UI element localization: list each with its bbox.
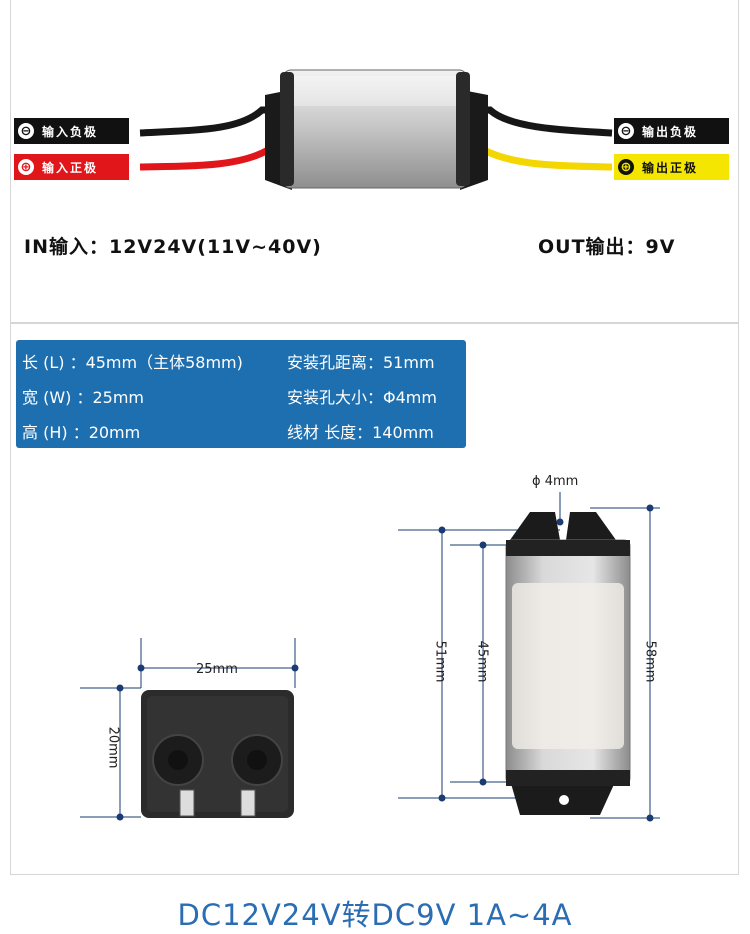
dimensions-spec-box: 长 (L) ：45mm（主体58mm) 安装孔距离：51mm 宽 (W) ：25… [16, 340, 466, 448]
length-51-label: 51mm [432, 640, 448, 683]
length-45-label: 45mm [474, 640, 490, 683]
output-positive-tag: ⊕ 输出正极 [614, 154, 729, 180]
output-negative-wire [465, 106, 613, 137]
input-negative-wire [139, 106, 285, 137]
converter-photo [139, 69, 613, 190]
input-positive-label: 输入正极 [42, 160, 99, 175]
height-spec: 高 (H) ：20mm [22, 423, 141, 442]
output-positive-wire [461, 144, 613, 171]
minus-icon: ⊖ [618, 123, 634, 139]
input-negative-tag: ⊖ 输入负极 [14, 118, 129, 144]
output-negative-label: 输出负极 [642, 124, 699, 139]
input-negative-label: 输入负极 [42, 124, 99, 139]
hole-size-spec: 安装孔大小：Φ4mm [287, 388, 437, 407]
width-spec: 宽 (W) ：25mm [22, 388, 145, 407]
length-spec: 长 (L) ：45mm（主体58mm) [22, 353, 243, 372]
input-positive-wire [139, 144, 289, 171]
width-dim-label: 25mm [196, 662, 238, 677]
plus-icon: ⊕ [18, 159, 34, 175]
height-dim-label: 20mm [105, 726, 121, 769]
product-title: DC12V24V转DC9V 1A~4A [177, 898, 573, 932]
length-58-label: 58mm [642, 640, 658, 683]
input-spec: IN输入：12V24V(11V~40V) [24, 236, 322, 258]
input-positive-tag: ⊕ 输入正极 [14, 154, 129, 180]
top-mount-ear [510, 512, 616, 540]
wire-length-spec: 线材 长度：140mm [287, 423, 434, 442]
hole-diameter-label: ϕ 4mm [532, 474, 579, 489]
hole-distance-spec: 安装孔距离：51mm [287, 353, 435, 372]
output-spec: OUT输出：9V [538, 236, 676, 258]
output-positive-label: 输出正极 [642, 160, 699, 175]
minus-icon: ⊖ [18, 123, 34, 139]
output-negative-tag: ⊖ 输出负极 [614, 118, 729, 144]
plus-icon: ⊕ [618, 159, 634, 175]
